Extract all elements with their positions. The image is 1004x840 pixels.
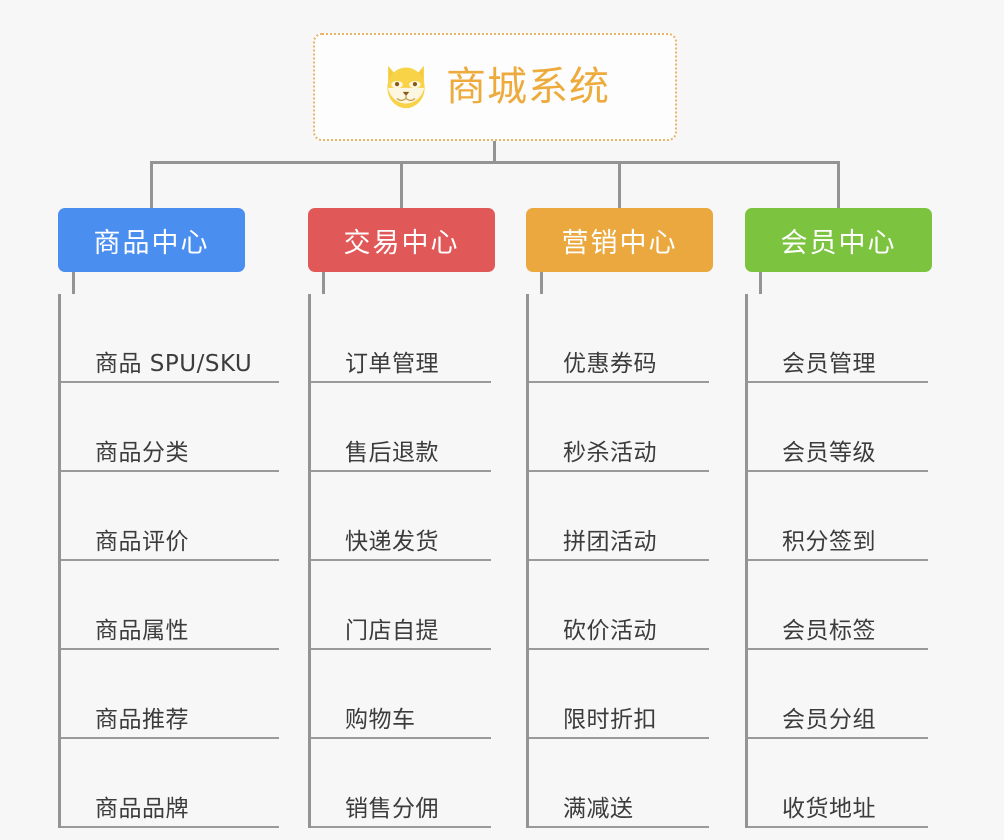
feature-item[interactable]: 购物车 xyxy=(311,650,491,739)
feature-item[interactable]: 满减送 xyxy=(529,739,709,828)
feature-item-label: 快递发货 xyxy=(345,528,439,555)
feature-item-label: 满减送 xyxy=(563,795,634,822)
feature-item[interactable]: 商品分类 xyxy=(61,383,279,472)
feature-item[interactable]: 秒杀活动 xyxy=(529,383,709,472)
category-header-2[interactable]: 营销中心 xyxy=(526,208,713,272)
feature-item[interactable]: 收货地址 xyxy=(748,739,928,828)
category-column-1: 交易中心订单管理售后退款快递发货门店自提购物车销售分佣 xyxy=(308,208,495,828)
category-header-label: 营销中心 xyxy=(561,227,678,259)
feature-item-label: 商品评价 xyxy=(95,528,189,555)
feature-item-label: 优惠券码 xyxy=(563,350,657,377)
feature-item-label: 商品推荐 xyxy=(95,706,189,733)
shiba-dog-face-icon xyxy=(387,65,425,109)
feature-item-label: 会员管理 xyxy=(782,350,876,377)
feature-item[interactable]: 快递发货 xyxy=(311,472,491,561)
feature-item-label: 购物车 xyxy=(345,706,416,733)
feature-item-label: 商品 SPU/SKU xyxy=(95,350,253,377)
category-header-label: 商品中心 xyxy=(93,227,210,259)
connector-drop-2 xyxy=(618,161,621,208)
feature-item[interactable]: 商品品牌 xyxy=(61,739,279,828)
root-node-shop-system[interactable]: 商城系统 xyxy=(313,33,677,141)
category-column-2: 营销中心优惠券码秒杀活动拼团活动砍价活动限时折扣满减送 xyxy=(526,208,713,828)
feature-item-label: 订单管理 xyxy=(345,350,439,377)
feature-item-label: 秒杀活动 xyxy=(563,439,657,466)
feature-list-2: 优惠券码秒杀活动拼团活动砍价活动限时折扣满减送 xyxy=(526,294,709,828)
feature-item[interactable]: 门店自提 xyxy=(311,561,491,650)
feature-item[interactable]: 砍价活动 xyxy=(529,561,709,650)
feature-item-label: 商品分类 xyxy=(95,439,189,466)
category-header-1[interactable]: 交易中心 xyxy=(308,208,495,272)
feature-item-label: 限时折扣 xyxy=(563,706,657,733)
feature-list-1: 订单管理售后退款快递发货门店自提购物车销售分佣 xyxy=(308,294,491,828)
feature-item[interactable]: 会员管理 xyxy=(748,294,928,383)
feature-item-label: 商品品牌 xyxy=(95,795,189,822)
category-header-label: 会员中心 xyxy=(780,227,897,259)
feature-item[interactable]: 限时折扣 xyxy=(529,650,709,739)
feature-item[interactable]: 商品 SPU/SKU xyxy=(61,294,279,383)
feature-item[interactable]: 销售分佣 xyxy=(311,739,491,828)
feature-item[interactable]: 会员等级 xyxy=(748,383,928,472)
feature-item[interactable]: 商品属性 xyxy=(61,561,279,650)
connector-drop-1 xyxy=(400,161,403,208)
category-header-3[interactable]: 会员中心 xyxy=(745,208,932,272)
feature-list-0: 商品 SPU/SKU 商品分类商品评价商品属性商品推荐商品品牌 xyxy=(58,294,279,828)
feature-item[interactable]: 商品评价 xyxy=(61,472,279,561)
feature-item[interactable]: 商品推荐 xyxy=(61,650,279,739)
category-column-3: 会员中心会员管理会员等级积分签到会员标签会员分组收货地址 xyxy=(745,208,932,828)
category-header-label: 交易中心 xyxy=(343,227,460,259)
feature-item-label: 砍价活动 xyxy=(563,617,657,644)
root-title: 商城系统 xyxy=(446,64,610,110)
feature-item-label: 会员等级 xyxy=(782,439,876,466)
connector-drop-0 xyxy=(150,161,153,208)
connector-drop-3 xyxy=(837,161,840,208)
feature-item[interactable]: 售后退款 xyxy=(311,383,491,472)
feature-item-label: 销售分佣 xyxy=(345,795,439,822)
feature-item[interactable]: 积分签到 xyxy=(748,472,928,561)
feature-item[interactable]: 订单管理 xyxy=(311,294,491,383)
feature-item-label: 积分签到 xyxy=(782,528,876,555)
feature-item-label: 门店自提 xyxy=(345,617,439,644)
connector-root-stem xyxy=(493,141,496,163)
feature-item-label: 售后退款 xyxy=(345,439,439,466)
feature-item[interactable]: 优惠券码 xyxy=(529,294,709,383)
feature-item[interactable]: 拼团活动 xyxy=(529,472,709,561)
category-column-0: 商品中心商品 SPU/SKU 商品分类商品评价商品属性商品推荐商品品牌 xyxy=(58,208,279,828)
feature-item-label: 会员分组 xyxy=(782,706,876,733)
feature-item-label: 拼团活动 xyxy=(563,528,657,555)
feature-item-label: 收货地址 xyxy=(782,795,876,822)
feature-list-3: 会员管理会员等级积分签到会员标签会员分组收货地址 xyxy=(745,294,928,828)
feature-item-label: 会员标签 xyxy=(782,617,876,644)
feature-item-label: 商品属性 xyxy=(95,617,189,644)
category-header-0[interactable]: 商品中心 xyxy=(58,208,245,272)
connector-horizontal-bus xyxy=(150,161,840,164)
feature-item[interactable]: 会员分组 xyxy=(748,650,928,739)
feature-item[interactable]: 会员标签 xyxy=(748,561,928,650)
